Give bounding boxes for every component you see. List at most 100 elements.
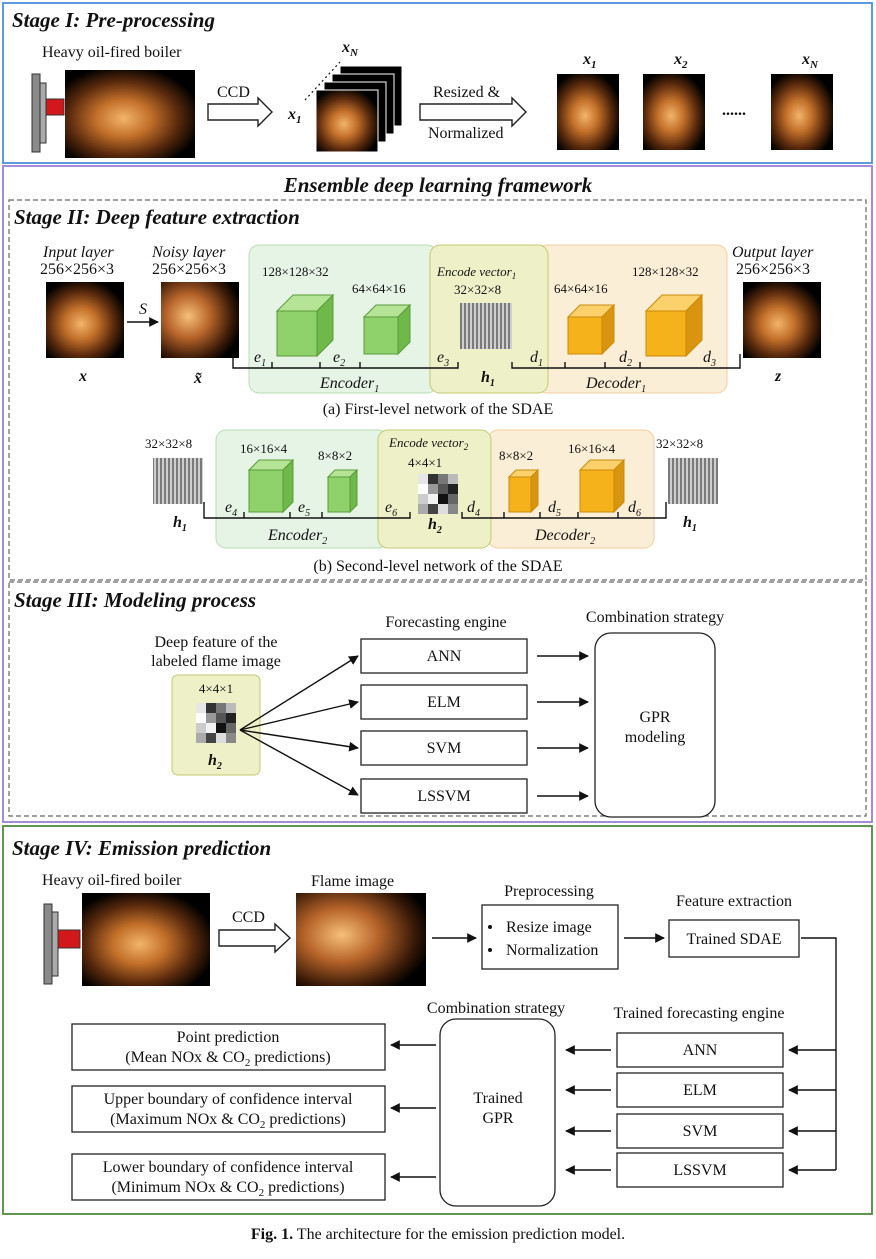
h1-label: h1	[481, 369, 495, 389]
x-label: x	[78, 368, 87, 385]
normalized-image-n	[771, 74, 833, 150]
trained-gpr-box	[439, 1018, 556, 1207]
h1-feature-maps	[460, 303, 512, 349]
encode-vector1-label: Encode vector1	[436, 264, 516, 281]
trained-sdae-box	[668, 919, 800, 958]
preprocess-item-1: Resize image	[506, 919, 592, 936]
lower-bound-title: Lower boundary of confidence interval	[103, 1159, 354, 1176]
preprocessing-label: Preprocessing	[504, 883, 594, 900]
trained-engine-box-svm	[616, 1113, 784, 1149]
decoder2-cube-large	[578, 458, 626, 514]
decoder1-label: Decoder1	[585, 375, 646, 395]
l2-input-maps	[153, 458, 203, 504]
point-prediction-box	[71, 1023, 386, 1071]
trained-engine-label-ann: ANN	[683, 1042, 718, 1059]
stage3-panel: Stage III: Modeling process Deep feature…	[8, 581, 867, 818]
encoder2-cube-large	[247, 458, 295, 514]
level2-connector	[203, 502, 667, 519]
l2-out-dim: 32×32×8	[656, 436, 703, 451]
noisy-layer-dim: 256×256×3	[152, 261, 226, 278]
enc1-dim1: 128×128×32	[262, 264, 329, 279]
e1-label: e1	[254, 349, 266, 369]
architecture-diagram: Stage I: Pre-processing Heavy oil-fired …	[2, 2, 873, 1215]
d3-label: d3	[703, 349, 716, 369]
stage4-title: Stage IV: Emission prediction	[12, 836, 271, 860]
h2-label: h2	[428, 516, 442, 536]
encoder1-cube-small	[362, 303, 412, 356]
d2-label: d2	[619, 349, 632, 369]
encoder1-cube-large	[275, 293, 335, 358]
trained-engine-label-elm: ELM	[683, 1082, 717, 1099]
l2-in-dim: 32×32×8	[145, 436, 192, 451]
ellipsis: ......	[722, 102, 746, 119]
trained-gpr-label-1: Trained	[473, 1090, 522, 1107]
feature-to-elm-arrow	[239, 699, 359, 731]
trained-engine-label-svm: SVM	[683, 1123, 718, 1140]
noisy-layer-label: Noisy layer	[151, 244, 226, 261]
stage1-title: Stage I: Pre-processing	[12, 8, 215, 32]
point-prediction-title: Point prediction	[177, 1029, 280, 1046]
caption-a: (a) First-level network of the SDAE	[323, 401, 554, 418]
deep-feature-label-2: labeled flame image	[151, 653, 281, 670]
feature-dim: 4×4×1	[199, 681, 233, 696]
h2-dim: 4×4×1	[408, 455, 442, 470]
figure-caption-text: The architecture for the emission predic…	[293, 1226, 626, 1243]
stage4-boiler-icon	[43, 903, 81, 985]
engine-box-ann	[360, 638, 528, 674]
z-label: z	[774, 368, 782, 385]
encoder1-label: Encoder1	[319, 375, 379, 395]
s-label: S	[139, 301, 147, 318]
stage3-title: Stage III: Modeling process	[14, 588, 256, 612]
h1-out-label: h1	[683, 514, 697, 534]
feature-to-svm-arrow	[239, 729, 359, 752]
output-layer-dim: 256×256×3	[736, 261, 810, 278]
bullet-2	[488, 948, 492, 952]
upper-bound-box	[71, 1085, 386, 1133]
stage2-title: Stage II: Deep feature extraction	[14, 205, 300, 229]
trained-sdae-label: Trained SDAE	[687, 931, 782, 948]
boiler-icon	[31, 73, 65, 153]
noisy-image	[161, 282, 239, 358]
combination-strategy-label: Combination strategy	[586, 609, 724, 626]
xtilde-label: x̃	[193, 370, 202, 387]
decoder1-cube-large	[644, 293, 704, 358]
normalized-image-2	[643, 74, 705, 150]
ccd-arrow	[207, 96, 273, 128]
lower-bound-detail: (Minimum NOx & CO2 predictions)	[111, 1179, 344, 1199]
engine-label-elm: ELM	[427, 694, 461, 711]
input-layer-label: Input layer	[42, 244, 114, 261]
enc2-dim2: 8×8×2	[318, 448, 352, 463]
h1-dim: 32×32×8	[454, 282, 501, 297]
deep-feature-label-1: Deep feature of the	[154, 634, 277, 651]
trained-gpr-label-2: GPR	[482, 1110, 513, 1127]
bullet-1	[488, 925, 492, 929]
out-xN: xN	[801, 51, 819, 71]
stage4-panel: Stage IV: Emission prediction Heavy oil-…	[2, 825, 873, 1215]
preprocess-item-2: Normalization	[506, 942, 598, 959]
level1-connector	[232, 354, 741, 369]
stage2-panel: Stage II: Deep feature extraction Input …	[8, 199, 867, 581]
engine-box-elm	[360, 684, 528, 720]
forecasting-engine-label: Forecasting engine	[385, 614, 506, 631]
engine-label-lssvm: LSSVM	[417, 788, 470, 805]
ccd-label: CCD	[217, 84, 250, 101]
stack-xN: xN	[341, 39, 359, 59]
figure-caption: Fig. 1. The architecture for the emissio…	[0, 1226, 876, 1244]
encoder2-label: Encoder2	[267, 527, 327, 547]
stage4-boiler-label: Heavy oil-fired boiler	[42, 872, 182, 889]
e3-label: e3	[437, 349, 449, 369]
dec2-dim2: 16×16×4	[568, 441, 616, 456]
gpr-modeling-label: modeling	[625, 729, 685, 746]
encode-vector2-label: Encode vector2	[388, 435, 469, 452]
point-prediction-detail: (Mean NOx & CO2 predictions)	[125, 1049, 330, 1069]
feature-to-lssvm-arrow	[239, 729, 359, 796]
feature-to-ann-arrow	[239, 655, 359, 731]
stage4-ccd-label: CCD	[232, 909, 265, 926]
gpr-modeling-box	[594, 632, 716, 818]
feature-grid	[196, 703, 236, 743]
flame-image-label: Flame image	[311, 873, 394, 890]
engine-label-svm: SVM	[427, 740, 462, 757]
trained-engine-box-ann	[616, 1032, 784, 1068]
d5-label: d5	[548, 499, 561, 519]
flame-image	[296, 893, 426, 986]
